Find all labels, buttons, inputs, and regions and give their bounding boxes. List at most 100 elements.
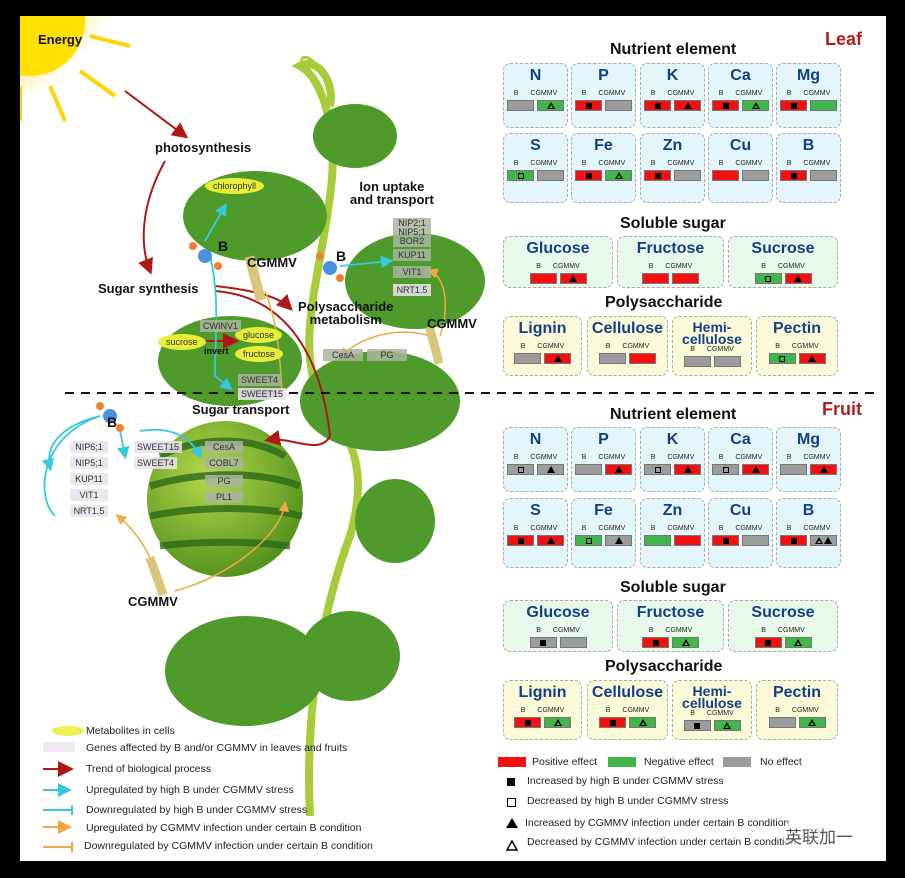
effect-cell	[780, 100, 807, 111]
box-title: Glucose	[526, 604, 590, 621]
effect-cell	[605, 100, 632, 111]
column-label: B	[761, 627, 766, 634]
column-label: B	[786, 90, 792, 97]
gene-cesa: CesA	[205, 441, 243, 453]
square-icon	[722, 102, 729, 109]
effect-cell	[712, 100, 739, 111]
triangle-icon	[638, 719, 647, 726]
column-label: CGMMV	[552, 627, 580, 634]
square-icon	[790, 172, 797, 179]
column-label: B	[581, 90, 587, 97]
box-title: Fructose	[636, 604, 705, 621]
effect-cell	[768, 353, 796, 364]
effect-cell	[712, 464, 739, 475]
effect-cell	[537, 464, 564, 475]
effect-cell	[644, 100, 671, 111]
column-label: B	[775, 343, 780, 350]
effect-cell	[507, 464, 534, 475]
effect-cell	[798, 717, 826, 728]
gene-kup11: KUP11	[393, 249, 431, 261]
effect-cell	[742, 170, 769, 181]
effect-cell	[514, 353, 541, 364]
effect-cell	[642, 273, 669, 284]
effect-cell	[784, 637, 812, 648]
column-label: CGMMV	[530, 454, 558, 461]
column-label: B	[648, 263, 654, 270]
column-label: B	[650, 90, 656, 97]
column-label: CGMMV	[791, 343, 819, 350]
effect-cell	[507, 535, 534, 546]
gene-sweet4: SWEET4	[238, 374, 282, 386]
effect-cell	[754, 637, 782, 648]
column-label: CGMMV	[791, 707, 819, 714]
cgmmv-label: CGMMV	[427, 316, 477, 331]
column-label: CGMMV	[537, 707, 565, 714]
sugar-transport-label: Sugar transport	[192, 402, 290, 417]
square-icon	[652, 639, 659, 646]
square-icon	[779, 355, 785, 362]
square-icon	[540, 639, 546, 646]
column-label: B	[581, 525, 587, 532]
fruit-sugar-heading: Soluble sugar	[620, 579, 726, 596]
triangle-icon	[546, 102, 555, 109]
effect-cell	[644, 170, 671, 181]
box-title: Ca	[730, 431, 751, 448]
column-label: CGMMV	[667, 90, 695, 97]
box-title: S	[530, 502, 541, 519]
leaf-poly-heading: Polysaccharide	[605, 294, 723, 311]
effect-cell	[674, 535, 701, 546]
effect-cell	[683, 720, 711, 731]
effect-cell	[742, 535, 769, 546]
boron-label: B	[336, 248, 347, 264]
column-label: B	[761, 263, 766, 270]
legend-tri-filled: Increased by CGMMV infection under certa…	[525, 817, 790, 829]
effect-cell	[514, 717, 541, 728]
effect-cell	[674, 170, 701, 181]
boron-molecule-icon	[96, 242, 344, 432]
effect-cell	[642, 637, 669, 648]
column-label: B	[650, 525, 656, 532]
square-icon	[654, 466, 661, 473]
energy-label: Energy	[38, 32, 83, 47]
square-icon	[765, 639, 771, 646]
box-title: Fe	[594, 137, 613, 154]
gene-vit1: VIT1	[393, 266, 431, 278]
gene-cwinv1: CWINV1	[200, 320, 242, 332]
effect-cell	[575, 535, 602, 546]
column-label: CGMMV	[735, 90, 763, 97]
effect-cell	[529, 637, 557, 648]
box-title: Cu	[729, 502, 752, 519]
watermark: 英联加一	[785, 823, 853, 848]
square-icon	[790, 537, 797, 544]
column-label: CGMMV	[665, 263, 693, 270]
column-label: B	[513, 525, 519, 532]
column-label: CGMMV	[665, 627, 693, 634]
column-label: B	[650, 454, 656, 461]
cgmmv-label: CGMMV	[128, 594, 178, 609]
column-label: B	[513, 454, 519, 461]
cgmmv-label: CGMMV	[247, 255, 297, 270]
box-title: Cellulose	[591, 684, 664, 701]
legend-up-b: Upregulated by high B under CGMMV stress	[86, 784, 294, 796]
metabolite-glucose: glucose	[235, 327, 283, 343]
triangle-icon	[614, 537, 623, 544]
effect-cell	[644, 464, 671, 475]
column-label: CGMMV	[803, 160, 831, 167]
column-label: B	[718, 160, 724, 167]
column-label: B	[581, 160, 587, 167]
effect-cell	[780, 464, 807, 475]
column-label: B	[718, 454, 724, 461]
